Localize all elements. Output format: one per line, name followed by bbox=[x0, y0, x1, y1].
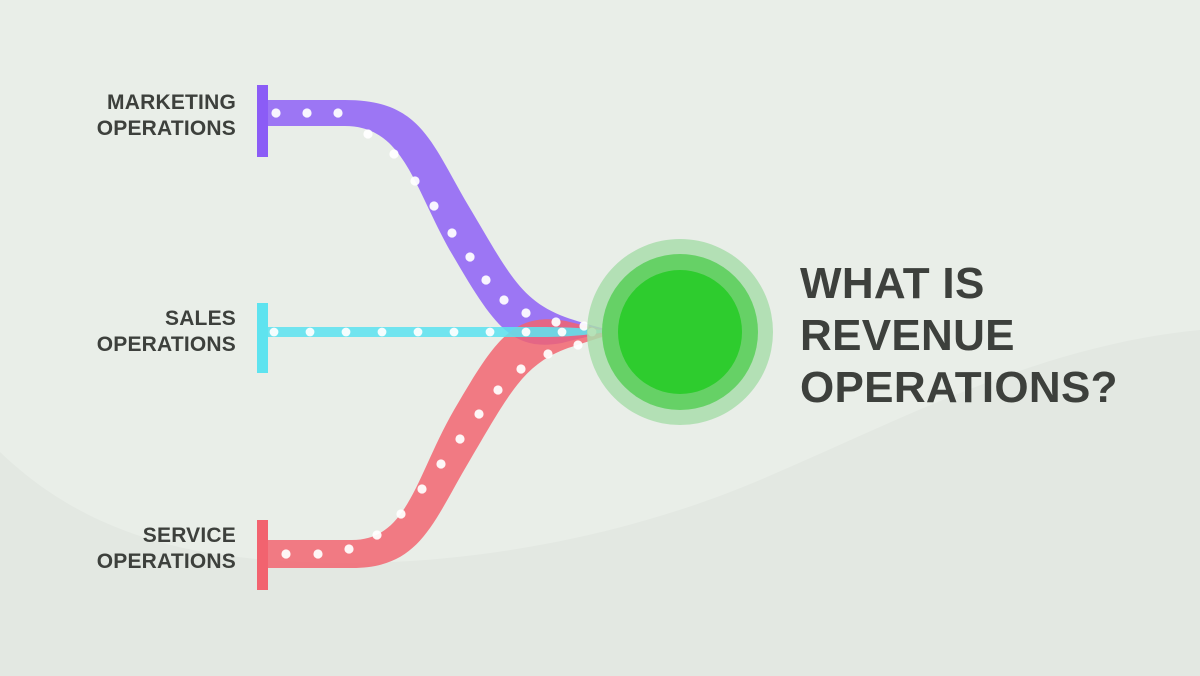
dots-sales-operations bbox=[269, 327, 597, 337]
ribbon-service-operations bbox=[262, 319, 616, 568]
page-title-line-1: WHAT IS bbox=[800, 259, 985, 308]
ribbon-dots bbox=[269, 108, 611, 559]
revenue-operations-hub bbox=[587, 239, 773, 425]
page-title-line-2: REVENUE bbox=[800, 311, 1015, 360]
channel-label-line-1: SALES bbox=[164, 307, 236, 330]
background-wave-group bbox=[0, 0, 1200, 563]
origin-bar-sales-operations bbox=[257, 303, 268, 373]
channel-origin-bars bbox=[257, 85, 268, 590]
origin-bar-marketing-operations bbox=[257, 85, 268, 157]
dots-marketing-operations bbox=[271, 108, 589, 331]
ribbon-marketing-operations bbox=[262, 100, 614, 345]
origin-bar-service-operations bbox=[257, 520, 268, 590]
background-wave-shape bbox=[0, 0, 1200, 563]
channel-label-line-1: SERVICE bbox=[142, 524, 236, 547]
page-title: WHAT IS REVENUE OPERATIONS? bbox=[800, 258, 1190, 414]
channel-label-sales-operations: SALES OPERATIONS bbox=[0, 306, 236, 358]
dots-service-operations bbox=[281, 335, 611, 559]
page-title-line-3: OPERATIONS? bbox=[800, 363, 1118, 412]
hub-core-circle bbox=[618, 270, 742, 394]
channel-label-service-operations: SERVICE OPERATIONS bbox=[0, 523, 236, 575]
channel-label-line-2: OPERATIONS bbox=[96, 117, 236, 140]
channel-label-marketing-operations: MARKETING OPERATIONS bbox=[0, 90, 236, 142]
channel-label-line-2: OPERATIONS bbox=[96, 550, 236, 573]
channel-label-line-1: MARKETING bbox=[107, 91, 236, 114]
channel-label-line-2: OPERATIONS bbox=[96, 333, 236, 356]
